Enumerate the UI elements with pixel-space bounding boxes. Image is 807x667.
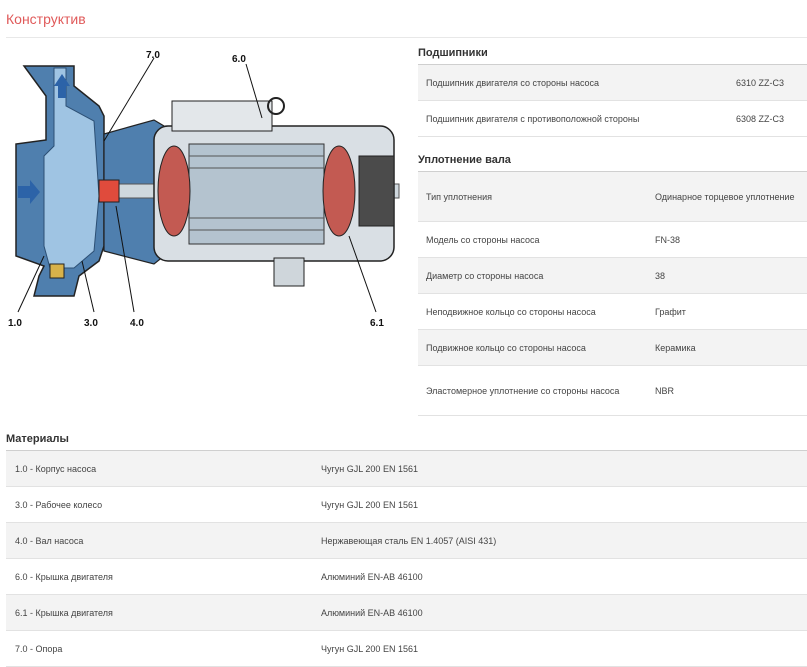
callout-label-6-1: 6.1 — [370, 318, 384, 329]
callout-label-6-0: 6.0 — [232, 54, 246, 65]
material-key: 6.1 - Крышка двигателя — [6, 594, 316, 631]
material-value: Чугун GJL 200 EN 1561 — [316, 630, 807, 667]
callout-label-3-0: 3.0 — [84, 318, 98, 329]
material-value: Чугун GJL 200 EN 1561 — [316, 486, 807, 523]
table-row: 4.0 - Вал насоса Нержавеющая сталь EN 1.… — [6, 522, 807, 559]
bearing-value: 6308 ZZ-C3 — [732, 100, 807, 137]
table-row: Эластомерное уплотнение со стороны насос… — [418, 365, 807, 416]
materials-section: Материалы 1.0 - Корпус насоса Чугун GJL … — [6, 430, 807, 667]
seal-value: Керамика — [647, 329, 807, 366]
table-row: Тип уплотнения Одинарное торцевое уплотн… — [418, 172, 807, 222]
pump-cross-section-diagram: 7.0 6.0 1.0 3.0 4.0 6.1 — [4, 46, 400, 346]
motor-shape — [153, 97, 395, 287]
table-row: 1.0 - Корпус насоса Чугун GJL 200 EN 156… — [6, 451, 807, 487]
bearings-title: Подшипники — [418, 44, 807, 65]
seal-key: Эластомерное уплотнение со стороны насос… — [418, 365, 647, 416]
callout-label-1-0: 1.0 — [8, 318, 22, 329]
material-key: 3.0 - Рабочее колесо — [6, 486, 316, 523]
material-value: Нержавеющая сталь EN 1.4057 (AISI 431) — [316, 522, 807, 559]
seal-key: Подвижное кольцо со стороны насоса — [418, 329, 647, 366]
callout-label-4-0: 4.0 — [130, 318, 144, 329]
table-row: 7.0 - Опора Чугун GJL 200 EN 1561 — [6, 630, 807, 667]
material-value: Алюминий EN-AB 46100 — [316, 594, 807, 631]
bearing-value: 6310 ZZ-C3 — [732, 65, 807, 101]
bearing-key: Подшипник двигателя со стороны насоса — [418, 65, 732, 101]
callout-label-7-0: 7.0 — [146, 50, 160, 61]
table-row: Модель со стороны насоса FN-38 — [418, 221, 807, 258]
table-row: 6.0 - Крышка двигателя Алюминий EN-AB 46… — [6, 558, 807, 595]
pump-casing-shape — [15, 65, 105, 297]
seal-value: NBR — [647, 365, 807, 416]
table-row: Подшипник двигателя с противоположной ст… — [418, 100, 807, 137]
material-key: 7.0 - Опора — [6, 630, 316, 667]
seal-title: Уплотнение вала — [418, 151, 807, 172]
page-title: Конструктив — [6, 11, 86, 27]
seal-value: Графит — [647, 293, 807, 330]
seal-key: Модель со стороны насоса — [418, 221, 647, 258]
material-key: 6.0 - Крышка двигателя — [6, 558, 316, 595]
bearing-key: Подшипник двигателя с противоположной ст… — [418, 100, 732, 137]
seal-key: Тип уплотнения — [418, 172, 647, 222]
seal-table: Тип уплотнения Одинарное торцевое уплотн… — [418, 172, 807, 416]
title-divider — [6, 37, 807, 38]
seal-value: FN-38 — [647, 221, 807, 258]
seal-value: Одинарное торцевое уплотнение — [647, 172, 807, 222]
material-value: Чугун GJL 200 EN 1561 — [316, 451, 807, 487]
seal-key: Диаметр со стороны насоса — [418, 257, 647, 294]
table-row: Диаметр со стороны насоса 38 — [418, 257, 807, 294]
table-row: 6.1 - Крышка двигателя Алюминий EN-AB 46… — [6, 594, 807, 631]
table-row: Неподвижное кольцо со стороны насоса Гра… — [418, 293, 807, 330]
table-row: Подшипник двигателя со стороны насоса 63… — [418, 65, 807, 101]
materials-title: Материалы — [6, 430, 807, 451]
material-key: 4.0 - Вал насоса — [6, 522, 316, 559]
seal-value: 38 — [647, 257, 807, 294]
bearings-table: Подшипник двигателя со стороны насоса 63… — [418, 65, 807, 137]
seal-key: Неподвижное кольцо со стороны насоса — [418, 293, 647, 330]
material-key: 1.0 - Корпус насоса — [6, 451, 316, 487]
specs-panel: Подшипники Подшипник двигателя со сторон… — [418, 44, 807, 416]
material-value: Алюминий EN-AB 46100 — [316, 558, 807, 595]
table-row: 3.0 - Рабочее колесо Чугун GJL 200 EN 15… — [6, 486, 807, 523]
table-row: Подвижное кольцо со стороны насоса Керам… — [418, 329, 807, 366]
materials-table: 1.0 - Корпус насоса Чугун GJL 200 EN 156… — [6, 451, 807, 667]
